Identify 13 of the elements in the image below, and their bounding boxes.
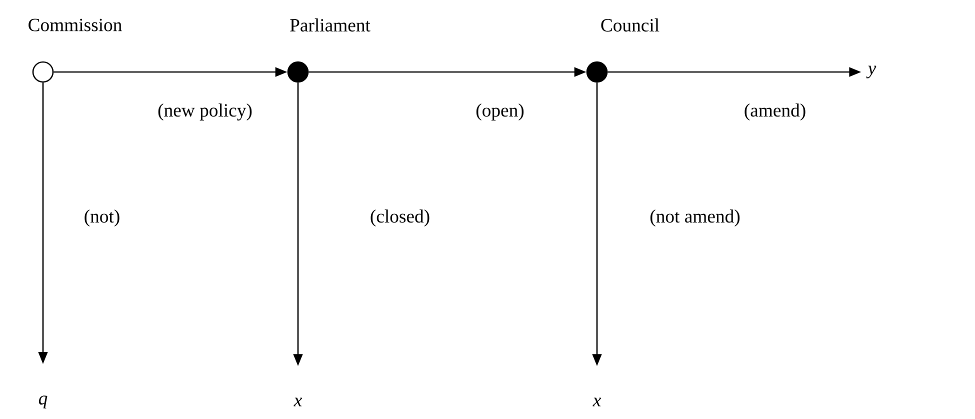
- edge-label: (not): [84, 210, 120, 226]
- edge-label: (not amend): [650, 210, 740, 226]
- edge-label: (amend): [744, 104, 806, 120]
- edge-label: (open): [476, 104, 524, 120]
- outcome-label: x: [592, 398, 602, 406]
- player-label: Parliament: [290, 18, 370, 32]
- player-label: Council: [601, 18, 660, 32]
- player-label: Commission: [28, 18, 122, 32]
- outcome-label: q: [38, 396, 48, 408]
- outcome-label: x: [294, 398, 302, 406]
- outcome-label: y: [866, 66, 876, 78]
- edge-label: (closed): [370, 210, 430, 226]
- edge-label: (new policy): [158, 104, 252, 120]
